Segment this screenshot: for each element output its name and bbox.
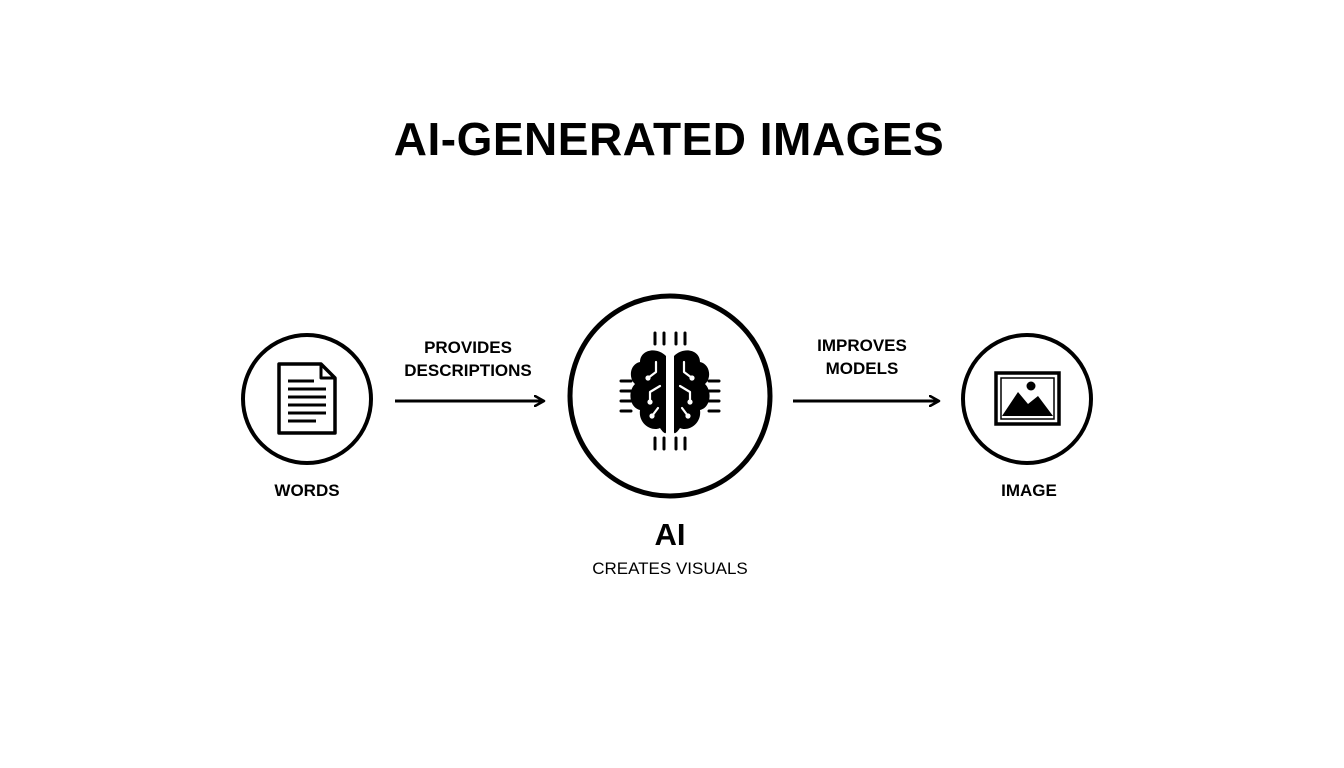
image-label: IMAGE: [1001, 481, 1057, 500]
ai-label: AI: [654, 517, 686, 552]
edge-label-line-1: IMPROVES: [817, 336, 907, 355]
ai-caption: CREATES VISUALS: [592, 559, 748, 578]
edge-label-ai-to-image: IMPROVES MODELS: [782, 334, 942, 380]
words-circle: [241, 333, 373, 465]
document-icon: [277, 362, 337, 435]
edge-label-line-2: DESCRIPTIONS: [404, 361, 532, 380]
edge-label-words-to-ai: PROVIDES DESCRIPTIONS: [388, 336, 548, 382]
words-label: WORDS: [274, 481, 340, 500]
edge-label-line-2: MODELS: [825, 359, 899, 378]
image-circle: [961, 333, 1093, 465]
ai-node: [567, 293, 773, 499]
image-node: [961, 333, 1093, 465]
diagram-title: AI-GENERATED IMAGES: [393, 113, 945, 165]
edge-label-line-1: PROVIDES: [424, 338, 512, 357]
brain-chip-icon: [619, 331, 721, 451]
ai-circle: [567, 293, 773, 499]
words-node: [241, 333, 373, 465]
picture-icon: [994, 371, 1061, 426]
